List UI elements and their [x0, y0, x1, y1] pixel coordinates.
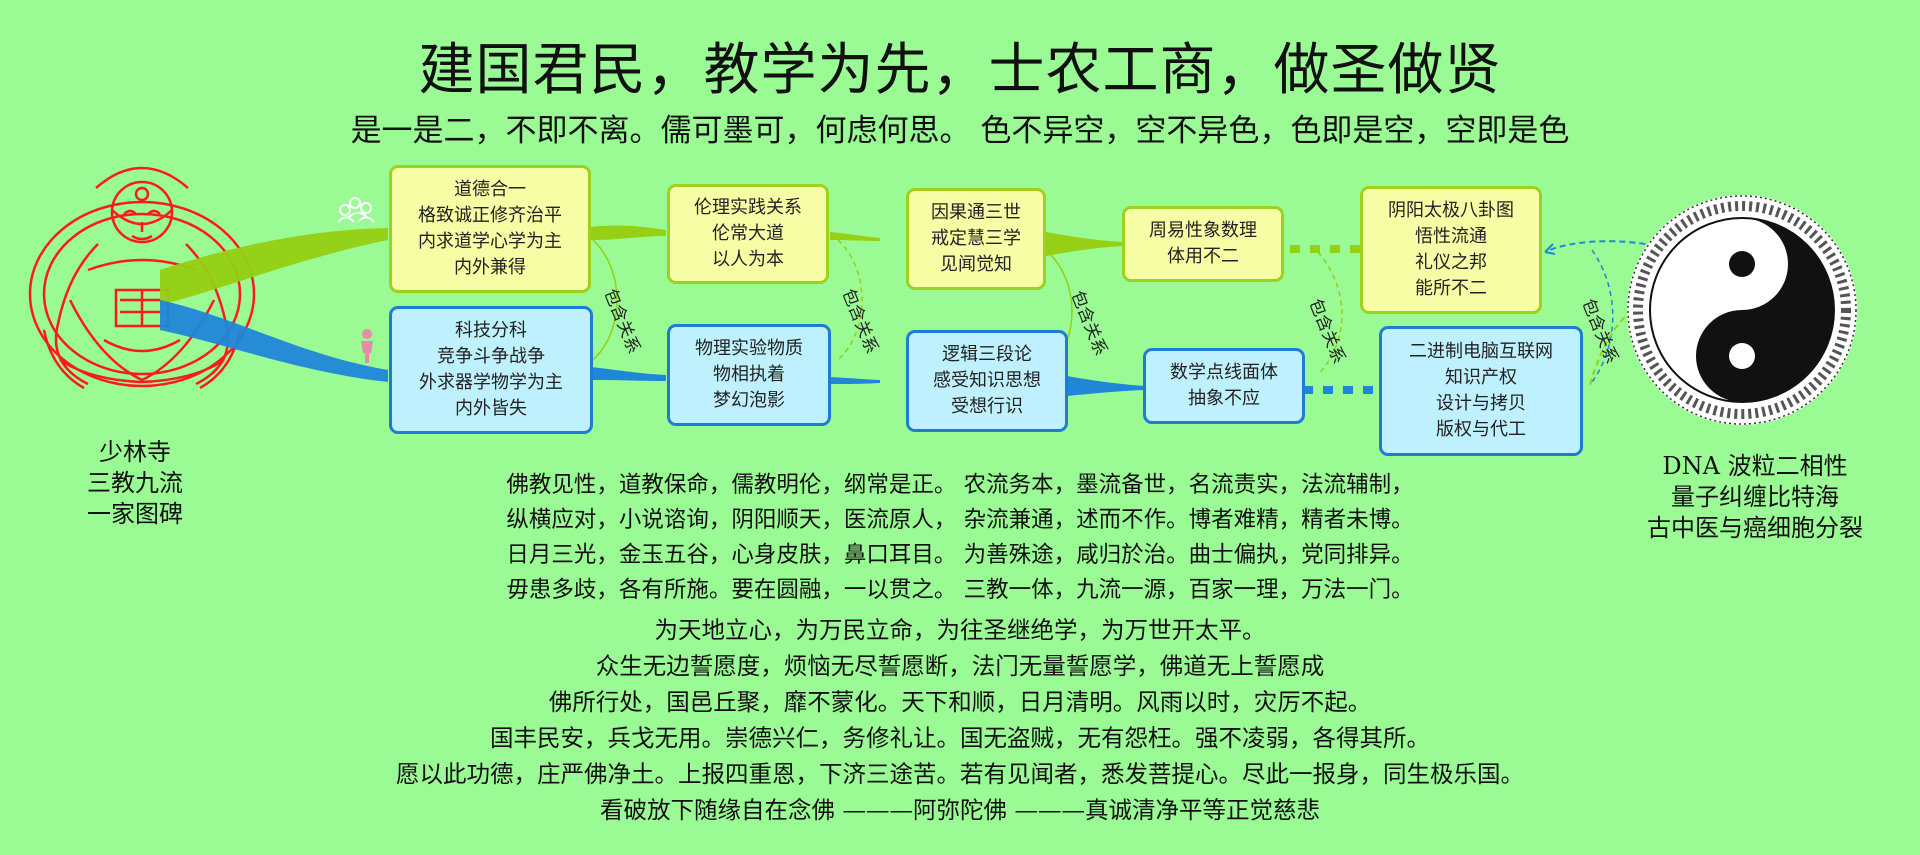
yin-yang-icon — [1627, 195, 1857, 425]
poem-line: 看破放下随缘自在念佛 ———阿弥陀佛 ———真诚清净平等正觉慈悲 — [600, 796, 1320, 824]
node-ethics: 伦理实践关系 伦常大道 以人为本 — [667, 184, 829, 284]
node-math: 数学点线面体 抽象不应 — [1143, 348, 1305, 424]
left-caption: 少林寺 三教九流 一家图碑 — [87, 438, 183, 528]
blue-ribbon — [160, 300, 388, 382]
poem-line: 众生无边誓愿度，烦恼无尽誓愿断，法门无量誓愿学，佛道无上誓愿成 — [595, 652, 1325, 680]
verse-line: 毋患多歧，各有所施。要在圆融，一以贯之。 三教一体，九流一源，百家一理，万法一门… — [506, 577, 1414, 603]
node-science: 科技分科 竞争斗争战争 外求器学物学为主 内外皆失 — [389, 306, 593, 434]
node-binary: 二进制电脑互联网 知识产权 设计与拷贝 版权与代工 — [1379, 326, 1583, 456]
node-physics: 物理实验物质 物相执着 梦幻泡影 — [667, 324, 831, 426]
verse-line: 日月三光，金玉五谷，心身皮肤，鼻口耳目。 为善殊途，咸归於治。曲士偏执，党同排异… — [506, 542, 1414, 568]
verses-block: 佛教见性，道教保命，儒教明伦，纲常是正。 农流务本，墨流备世，名流责实，法流辅制… — [0, 468, 1920, 608]
page-title: 建国君民，教学为先，士农工商，做圣做贤 — [418, 38, 1502, 103]
poem-line: 为天地立心，为万民立命，为往圣继绝学，为万世开太平。 — [654, 616, 1266, 644]
buddha-figure-icon — [28, 166, 256, 390]
person-icon — [361, 329, 373, 363]
verse-line: 佛教见性，道教保命，儒教明伦，纲常是正。 农流务本，墨流备世，名流责实，法流辅制… — [506, 472, 1414, 498]
poem-block: 为天地立心，为万民立命，为往圣继绝学，为万世开太平。 众生无边誓愿度，烦恼无尽誓… — [0, 612, 1920, 828]
poem-line: 佛所行处，国邑丘聚，靡不蒙化。天下和顺，日月清明。风雨以时，灾厉不起。 — [548, 688, 1372, 716]
node-morality: 道德合一 格致诚正修齐治平 内求道学心学为主 内外兼得 — [389, 165, 591, 293]
node-zhouyi: 周易性象数理 体用不二 — [1122, 206, 1284, 282]
green-ribbon — [160, 228, 388, 305]
right-caption: DNA 波粒二相性 量子纠缠比特海 古中医与癌细胞分裂 — [1647, 452, 1863, 542]
poem-line: 国丰民安，兵戈无用。崇德兴仁，务修礼让。国无盗贼，无有怨枉。强不凌弱，各得其所。 — [490, 724, 1430, 752]
verse-line: 纵横应对，小说谘询，阴阳顺天，医流原人， 杂流兼通，述而不作。博者难精，精者未博… — [506, 507, 1414, 533]
page-subtitle: 是一是二，不即不离。儒可墨可，何虑何思。 色不异空，空不异色，色即是空，空即是色 — [350, 113, 1570, 149]
node-logic: 逻辑三段论 感受知识思想 受想行识 — [906, 330, 1068, 432]
poem-line: 愿以此功德，庄严佛净土。上报四重恩，下济三途苦。若有见闻者，悉发菩提心。尽此一报… — [396, 760, 1524, 788]
node-yinyang: 阴阳太极八卦图 悟性流通 礼仪之邦 能所不二 — [1360, 186, 1542, 314]
people-group-icon — [337, 197, 375, 223]
node-causality: 因果通三世 戒定慧三学 见闻觉知 — [906, 188, 1046, 290]
